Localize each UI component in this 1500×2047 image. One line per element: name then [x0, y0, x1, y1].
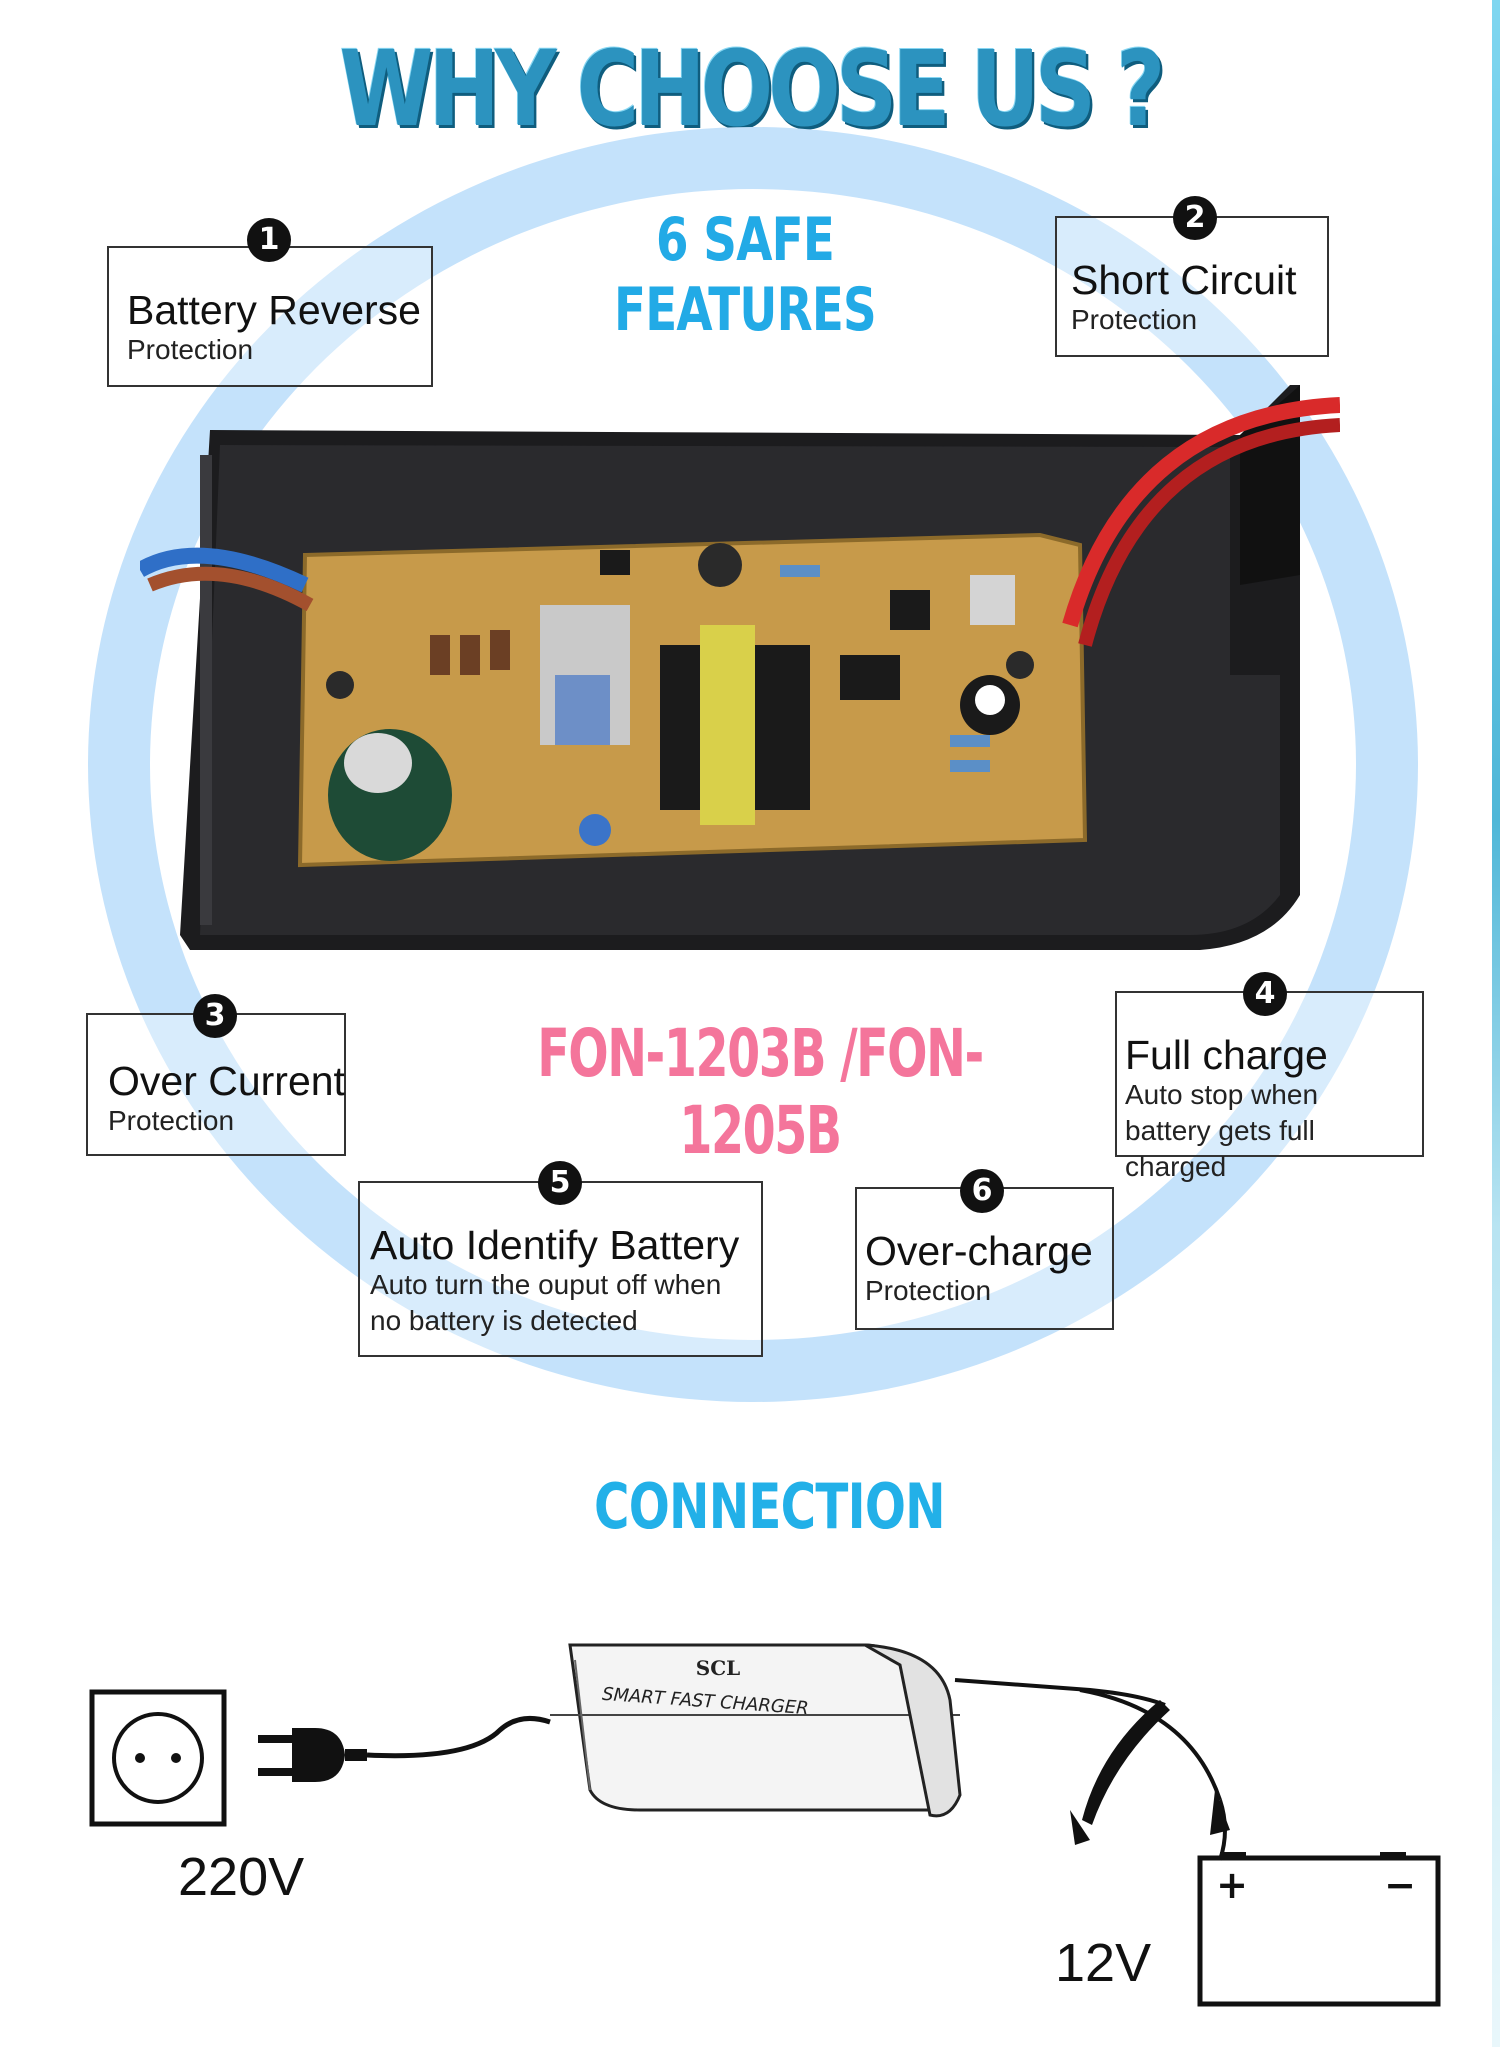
- feature-desc: Protection: [127, 334, 254, 365]
- feature-desc: Auto turn the ouput off when no battery …: [370, 1269, 722, 1336]
- feature-card-over-charge: Over-charge Protection: [855, 1187, 1114, 1330]
- feature-desc: Protection: [1071, 304, 1198, 335]
- feature-number-badge: 1: [247, 218, 291, 262]
- feature-title: Auto Identify Battery: [370, 1222, 740, 1268]
- model-label: FON-1203B /FON-1205B: [537, 1015, 984, 1169]
- features-subtitle: 6 SAFE FEATURES: [614, 205, 877, 345]
- feature-desc: Protection: [865, 1275, 992, 1306]
- feature-title: Over Current: [108, 1058, 345, 1104]
- charger-pcb-image: [140, 385, 1340, 950]
- feature-card-short-circuit: Short Circuit Protection: [1055, 216, 1329, 357]
- feature-desc: Auto stop when battery gets full charged: [1125, 1079, 1319, 1182]
- feature-card-battery-reverse: Battery Reverse Protection: [107, 246, 433, 387]
- input-voltage-label: 220V: [178, 1847, 305, 1907]
- feature-title: Battery Reverse: [127, 287, 421, 333]
- feature-number-badge: 6: [960, 1169, 1004, 1213]
- feature-desc: Protection: [108, 1105, 235, 1136]
- feature-number-badge: 5: [538, 1161, 582, 1205]
- connection-title: CONNECTION: [594, 1470, 946, 1543]
- feature-number-badge: 2: [1173, 196, 1217, 240]
- feature-title: Full charge: [1125, 1032, 1328, 1078]
- charger-brand-text: SCL: [696, 1656, 740, 1680]
- feature-card-full-charge: Full charge Auto stop when battery gets …: [1115, 991, 1424, 1182]
- feature-number-badge: 4: [1243, 972, 1287, 1016]
- feature-title: Short Circuit: [1071, 257, 1297, 303]
- feature-card-auto-identify: Auto Identify Battery Auto turn the oupu…: [358, 1181, 763, 1357]
- connection-diagram: SCL SMART FAST CHARGER + −: [89, 1643, 1441, 2007]
- battery-plus: +: [1216, 1863, 1248, 1907]
- output-voltage-label: 12V: [1055, 1933, 1152, 1993]
- feature-number-badge: 3: [193, 994, 237, 1038]
- right-edge-strip: [1492, 0, 1500, 2047]
- battery-minus: −: [1384, 1863, 1416, 1907]
- feature-title: Over-charge: [865, 1228, 1093, 1274]
